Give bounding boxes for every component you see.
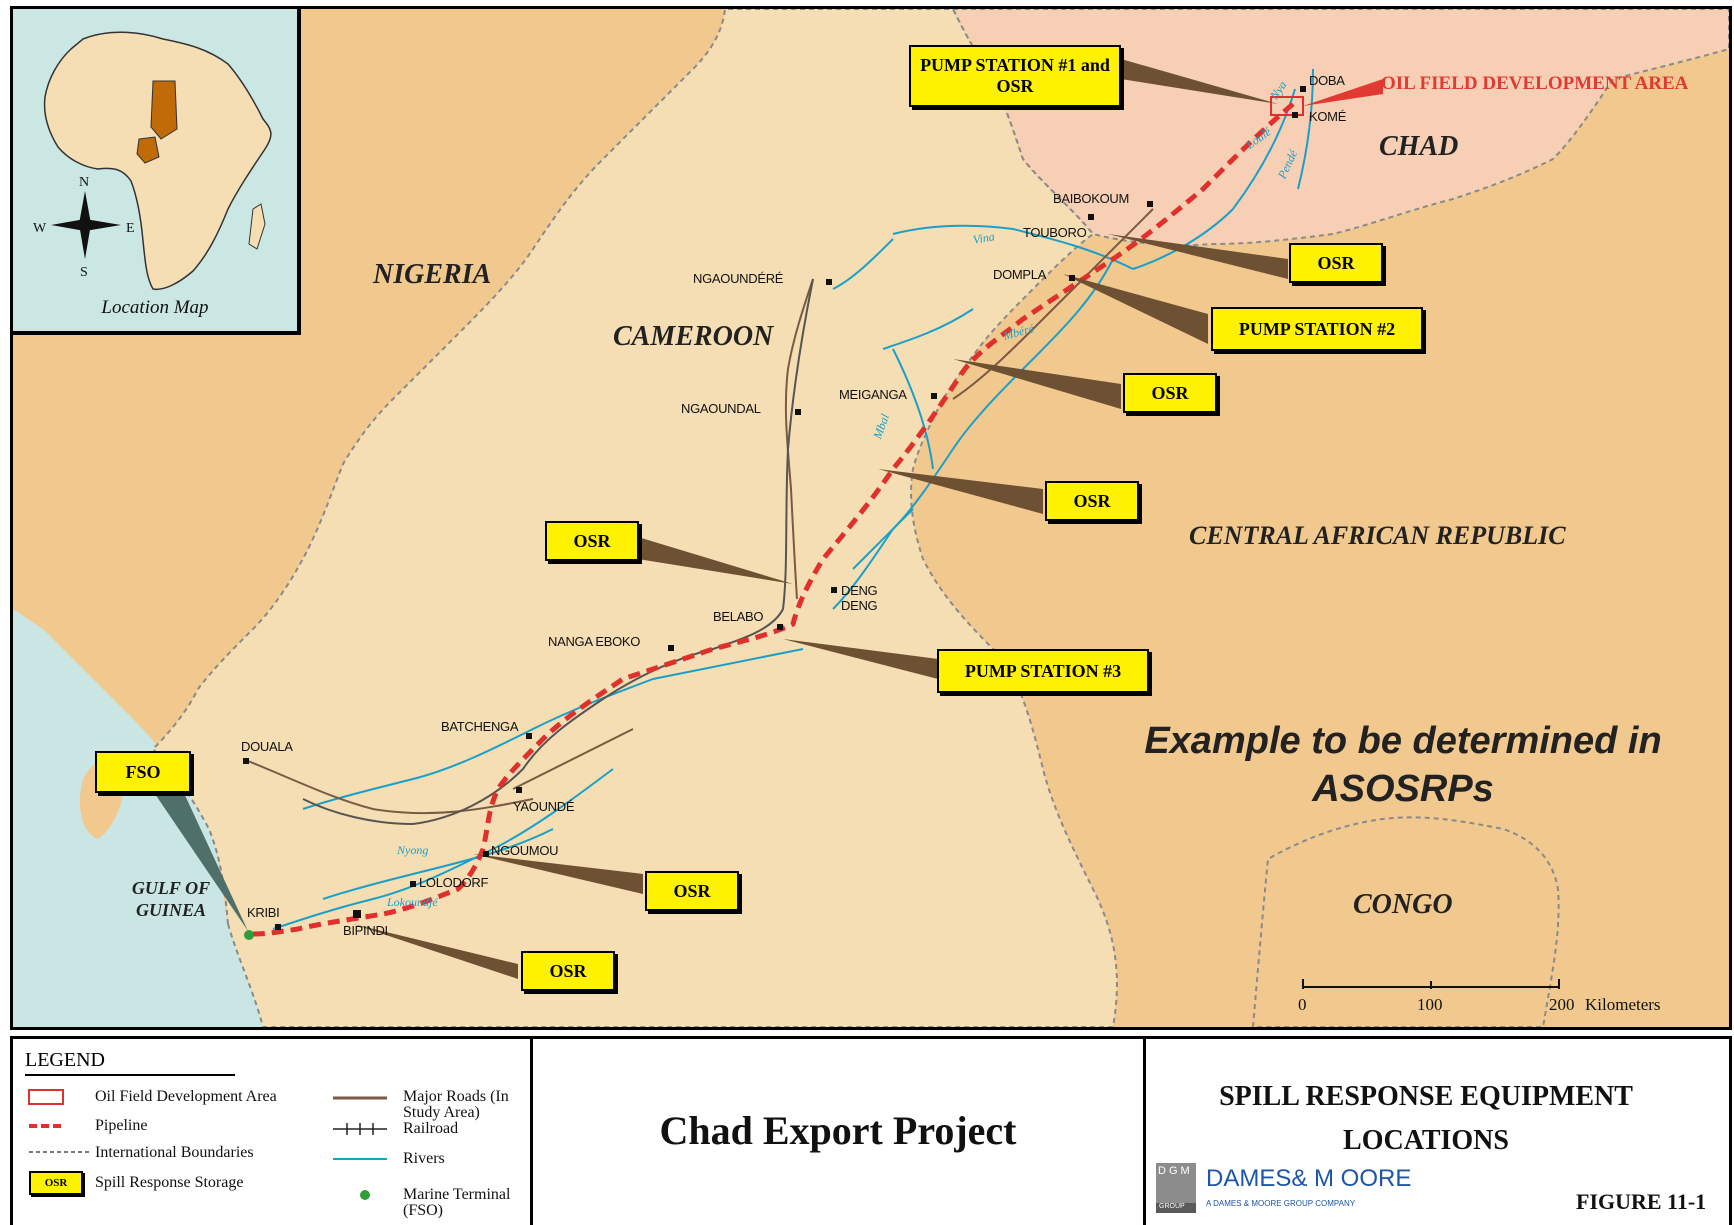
- callout-osr-meiganga: OSR: [1123, 373, 1217, 413]
- inset-caption: Location Map: [101, 297, 209, 318]
- callout-pump-station-3: PUMP STATION #3: [937, 649, 1149, 693]
- town-lolodorf: LOLODORF: [419, 875, 489, 890]
- legend-oil-field-symbol: [28, 1089, 64, 1105]
- figure-title-panel: SPILL RESPONSE EQUIPMENT LOCATIONS DGM G…: [1146, 1039, 1729, 1225]
- legend-pipeline: Pipeline: [95, 1117, 148, 1134]
- company-logo-group: GROUP: [1159, 1203, 1185, 1210]
- legend-roads: Major Roads (In Study Area): [403, 1088, 509, 1121]
- scale-bar: [1302, 979, 1560, 989]
- scale-tick-0: 0: [1298, 995, 1307, 1014]
- chad-highlight: [150, 80, 178, 140]
- town-deng-deng: DENG DENG: [841, 583, 878, 613]
- project-panel: Chad Export Project: [533, 1039, 1146, 1225]
- scale-unit: Kilometers: [1585, 995, 1661, 1014]
- gulf-of-guinea-label: GULF OF GUINEA: [131, 878, 211, 920]
- country-nigeria: NIGERIA: [373, 259, 492, 290]
- compass-west: W: [33, 221, 47, 236]
- town-batchenga: BATCHENGA: [441, 719, 519, 734]
- cameroon-highlight: [136, 136, 160, 164]
- location-inset: N S E W Location Map: [13, 9, 301, 335]
- country-chad: CHAD: [1379, 131, 1459, 162]
- callout-pump-station-2: PUMP STATION #2: [1211, 307, 1423, 351]
- legend-panel: LEGEND OSR Oil Field Development Area Pi…: [13, 1039, 533, 1225]
- callout-osr-ngoumou: OSR: [645, 871, 739, 911]
- town-dompla: DOMPLA: [993, 267, 1047, 282]
- town-belabo: BELABO: [713, 609, 764, 624]
- legend-oil-field: Oil Field Development Area: [95, 1088, 277, 1105]
- town-ngaoundere: NGAOUNDÉRÉ: [693, 271, 784, 286]
- land-congo: [1251, 816, 1560, 1027]
- oil-field-label: OIL FIELD DEVELOPMENT AREA: [1381, 73, 1689, 94]
- legend-terminal: Marine Terminal (FSO): [403, 1186, 511, 1219]
- legend-railroad-symbol: [333, 1123, 387, 1135]
- town-yaounde: YAOUNDÉ: [513, 799, 575, 814]
- madagascar: [248, 203, 266, 250]
- town-markers: [243, 86, 1306, 930]
- callout-osr-touboro: OSR: [1289, 243, 1383, 283]
- callout-pointers: [153, 59, 1288, 979]
- figure-title: SPILL RESPONSE EQUIPMENT LOCATIONS: [1219, 1081, 1633, 1156]
- legend-osr: Spill Response Storage: [95, 1174, 244, 1191]
- pipeline: [252, 102, 1295, 937]
- legend-railroad: Railroad: [403, 1120, 459, 1137]
- town-kome: KOMÉ: [1309, 109, 1347, 124]
- legend-rivers: Rivers: [403, 1150, 445, 1167]
- town-nanga-eboko: NANGA EBOKO: [548, 634, 641, 649]
- country-cameroon: CAMEROON: [613, 321, 774, 352]
- callout-osr-deng-deng: OSR: [545, 521, 639, 561]
- company-logo-letters: DGM: [1158, 1165, 1193, 1177]
- river-nyong: Nyong: [397, 843, 429, 857]
- country-congo: CONGO: [1353, 889, 1453, 920]
- legend-boundaries: International Boundaries: [95, 1144, 254, 1161]
- callout-osr-lom: OSR: [1045, 481, 1139, 521]
- map-frame: N S E W Location Map NIGERIA CAMEROON CH…: [10, 6, 1732, 1030]
- legend-symbols: [28, 1089, 387, 1200]
- town-touboro: TOUBORO: [1023, 225, 1087, 240]
- callout-osr-bipindi: OSR: [521, 951, 615, 991]
- callout-fso: FSO: [95, 751, 191, 793]
- company-logo-mark: [1156, 1163, 1196, 1213]
- project-title: Chad Export Project: [659, 1108, 1017, 1153]
- legend-osr-symbol: OSR: [29, 1171, 83, 1195]
- roads: [242, 208, 1154, 815]
- town-bipindi: BIPINDI: [343, 923, 388, 938]
- scale-tick-200: 200: [1549, 995, 1575, 1014]
- company-tagline: A DAMES & MOORE GROUP COMPANY: [1206, 1199, 1356, 1208]
- town-baibokoum: BAIBOKOUM: [1053, 191, 1130, 206]
- legend-terminal-symbol: [360, 1190, 370, 1200]
- compass-east: E: [126, 221, 135, 236]
- africa-outline: [43, 31, 272, 291]
- town-ngoumou: NGOUMOU: [491, 843, 559, 858]
- legend-title: LEGEND: [25, 1049, 235, 1076]
- callout-pump-station-1: PUMP STATION #1 and OSR: [909, 45, 1121, 107]
- rivers: [272, 68, 1314, 930]
- town-ngaoundal: NGAOUNDAL: [681, 401, 761, 416]
- figure-number: FIGURE 11-1: [1576, 1189, 1707, 1214]
- scale-tick-100: 100: [1417, 995, 1443, 1014]
- compass-north: N: [79, 175, 90, 190]
- inset-map: [43, 31, 272, 291]
- compass-rose: [51, 191, 121, 259]
- example-note: Example to be determined in ASOSRPs: [1144, 720, 1662, 810]
- town-meiganga: MEIGANGA: [839, 387, 907, 402]
- marine-terminal-marker: [244, 930, 254, 940]
- title-block: LEGEND OSR Oil Field Development Area Pi…: [10, 1036, 1732, 1225]
- company-name: DAMES& M OORE: [1206, 1165, 1412, 1192]
- town-kribi: KRIBI: [247, 905, 280, 920]
- oil-field-pointer: [1303, 79, 1383, 106]
- compass-south: S: [80, 265, 88, 280]
- river-lokoundje: Lokoundjé: [387, 895, 438, 909]
- country-car: CENTRAL AFRICAN REPUBLIC: [1189, 521, 1566, 550]
- town-douala: DOUALA: [241, 739, 293, 754]
- town-doba: DOBA: [1309, 73, 1345, 88]
